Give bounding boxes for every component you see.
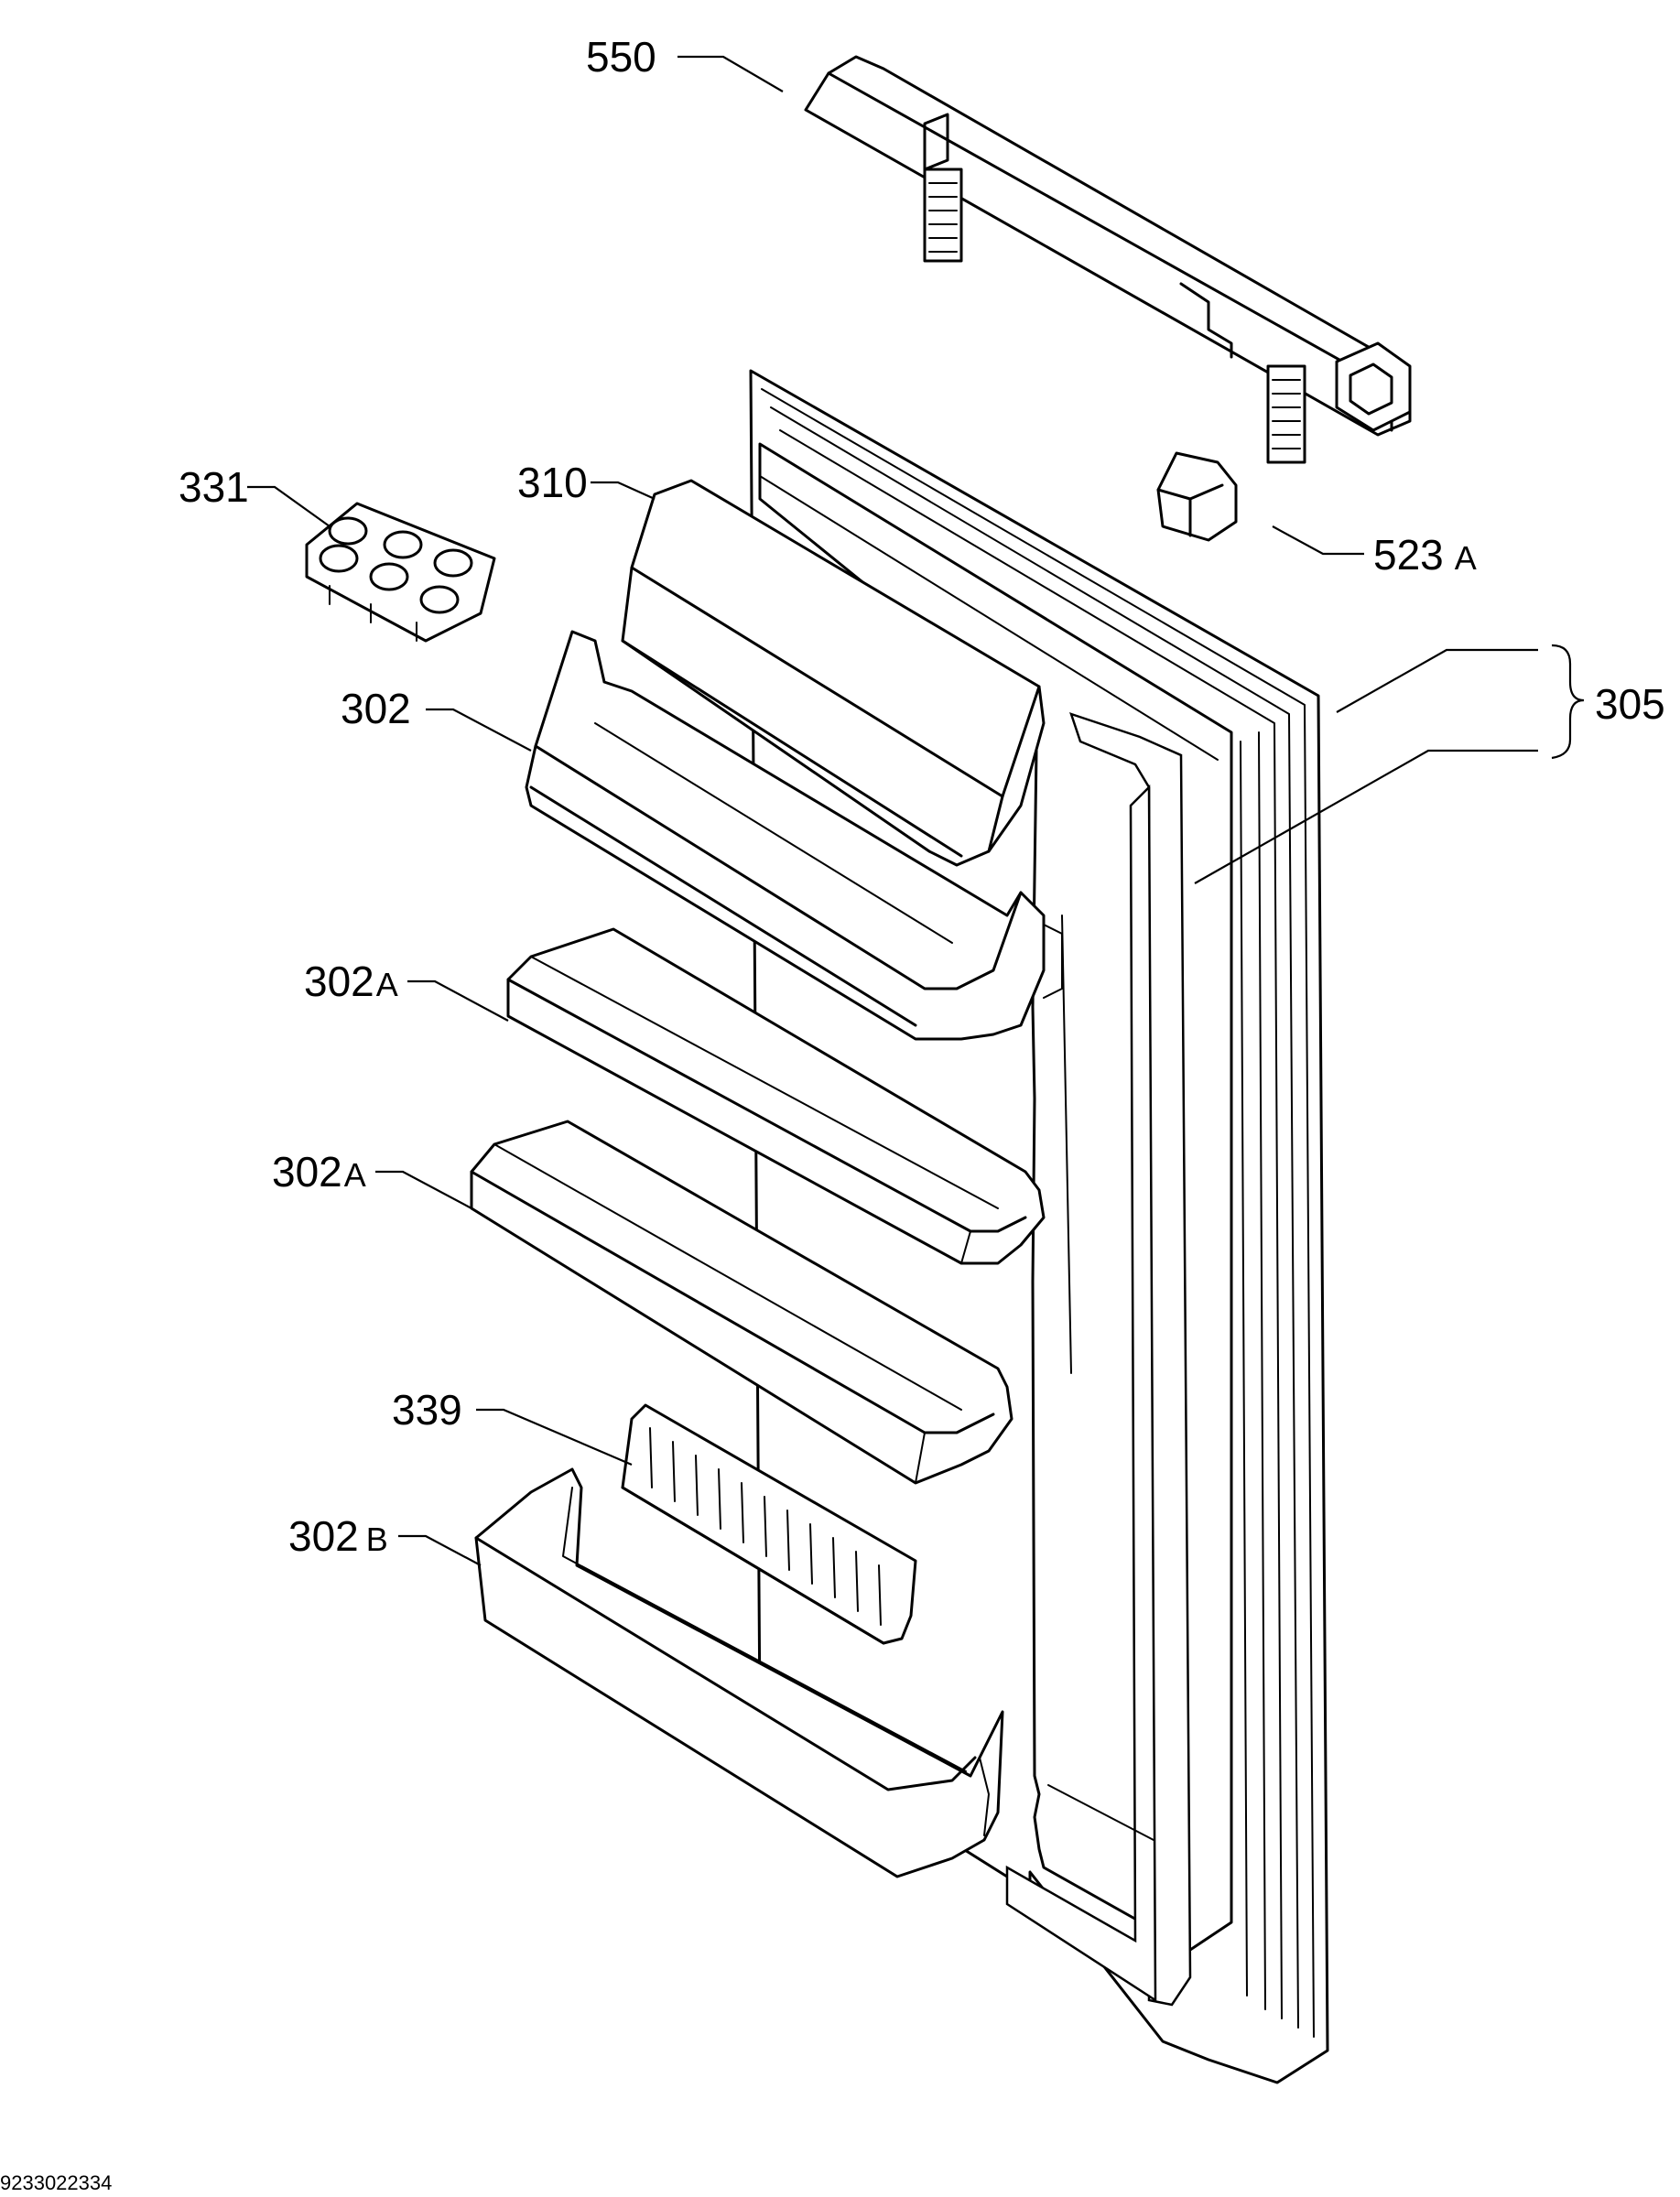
callout-305: 305 xyxy=(1595,680,1665,728)
door-shelf-part-302 xyxy=(525,630,1063,1041)
callout-302a-lower: 302A xyxy=(272,1148,366,1196)
callout-339: 339 xyxy=(392,1386,462,1434)
handle-bar-part-550 xyxy=(804,55,1412,464)
callout-302: 302 xyxy=(341,685,411,732)
callout-331: 331 xyxy=(179,463,249,511)
egg-tray-part-331 xyxy=(305,502,496,643)
callout-310: 310 xyxy=(517,459,588,506)
door-shelf-part-302a-lower xyxy=(470,1120,1013,1485)
callout-302a-upper: 302A xyxy=(304,958,398,1005)
door-shelf-part-302a-upper xyxy=(506,927,1046,1265)
dairy-cover-part-310 xyxy=(621,479,1046,867)
hinge-cover-part-523a xyxy=(1156,451,1238,542)
leader-lines xyxy=(247,55,1585,1566)
bottle-retainer-part-339 xyxy=(621,1403,917,1645)
document-number: 9233022334 xyxy=(0,2171,112,2194)
bottle-shelf-part-302b xyxy=(474,1467,1004,1878)
callout-550: 550 xyxy=(586,33,656,81)
